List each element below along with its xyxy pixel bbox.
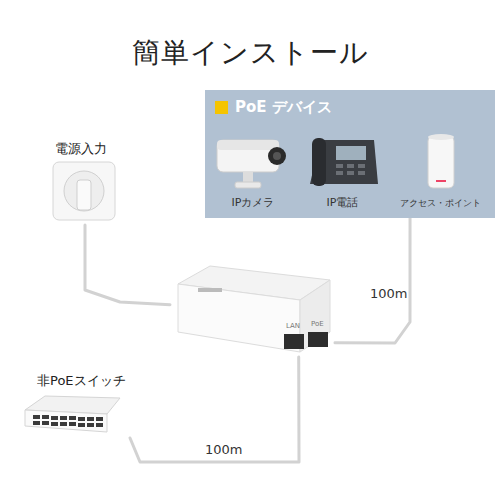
- wall-outlet: 電源入力: [45, 140, 125, 225]
- cable-length-label: 100m: [205, 442, 242, 457]
- cable: [130, 357, 299, 462]
- poe-injector-illustration: [170, 262, 335, 357]
- cable-line: [130, 357, 299, 462]
- outlet-label: 電源入力: [55, 140, 107, 158]
- device-label: アクセス・ポイント: [390, 197, 490, 210]
- panel-heading: PoE デバイス: [235, 98, 332, 117]
- device-label: IPカメラ: [213, 195, 293, 210]
- cable-length-label: 100m: [370, 286, 407, 301]
- cable-line: [85, 225, 170, 305]
- poe-injector: LAN PoE: [170, 262, 335, 357]
- device-camera: IPカメラ: [213, 125, 293, 215]
- port-label: LAN: [286, 322, 300, 330]
- cable: [335, 218, 410, 343]
- cable-line: [335, 218, 410, 343]
- device-panel: PoE デバイス IPカメラ IP電話アクセス・ポイント: [205, 90, 495, 218]
- device-access-point: アクセス・ポイント: [390, 125, 490, 215]
- device-label: IP電話: [300, 195, 385, 210]
- non-poe-switch: 非PoEスイッチ: [15, 370, 130, 450]
- device-phone: IP電話: [300, 125, 385, 215]
- switch-label: 非PoEスイッチ: [37, 372, 126, 390]
- diagram-title: 簡単インストール: [0, 34, 500, 72]
- port-label: PoE: [311, 320, 324, 328]
- cable: [85, 225, 170, 305]
